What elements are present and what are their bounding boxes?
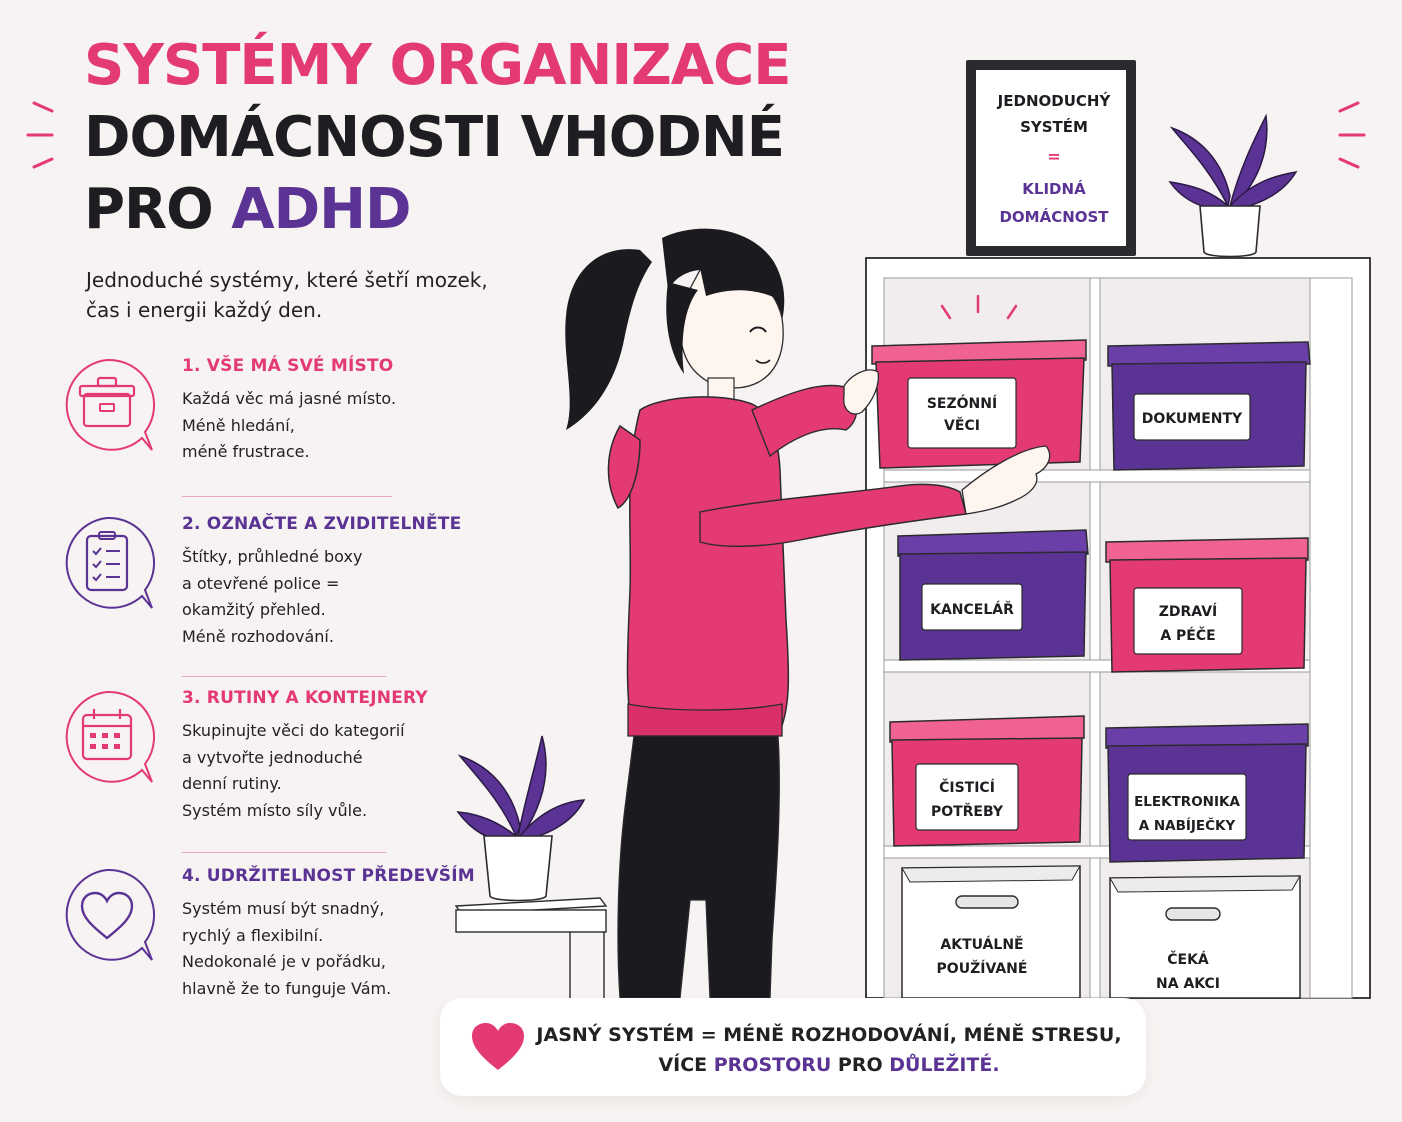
box-label: A PÉČE	[1160, 626, 1215, 644]
step-divider	[182, 496, 392, 497]
box-label: SEZÓNNÍ	[927, 394, 997, 412]
bin-label: POUŽÍVANÉ	[937, 960, 1028, 977]
frame-equals: =	[1047, 147, 1060, 166]
heart-icon	[65, 868, 155, 961]
title-line-3-prefix: PRO	[84, 177, 232, 242]
frame-text-3: KLIDNÁ	[1022, 179, 1086, 198]
step-3-heading: 3. RUTINY A KONTEJNERY	[182, 688, 428, 708]
step-4-line-2: rychlý a flexibilní.	[182, 925, 324, 945]
title-highlight: ADHD	[231, 177, 411, 242]
bin-current-use: AKTUÁLNĚ POUŽÍVANÉ	[901, 865, 1081, 999]
step-2-heading: 2. OZNAČTE A ZVIDITELNĚTE	[182, 514, 462, 534]
bin-label: NA AKCI	[1156, 976, 1220, 992]
side-table	[454, 897, 608, 998]
woman-figure	[565, 228, 1051, 999]
box-seasonal: SEZÓNNÍ VĚCI	[871, 339, 1087, 469]
summary-line-2: VÍCE PROSTORU PRO DŮLEŽITÉ.	[536, 1050, 1122, 1080]
step-1: 1. VŠE MÁ SVÉ MÍSTO Každá věc má jasné m…	[56, 356, 456, 476]
step-1-line-1: Každá věc má jasné místo.	[182, 389, 397, 408]
subtitle-line-2: čas i energii každý den.	[86, 298, 323, 322]
summary-highlight-space: PROSTORU	[713, 1054, 832, 1076]
storage-box-icon	[65, 358, 155, 451]
decoration-burst-left	[26, 101, 54, 169]
summary-text: JASNÝ SYSTÉM = MÉNĚ ROZHODOVÁNÍ, MÉNĚ ST…	[536, 1020, 1122, 1080]
step-2-line-3: okamžitý přehled.	[182, 600, 326, 619]
step-4-line-3: Nedokonalé je v pořádku,	[182, 952, 386, 971]
box-label: DOKUMENTY	[1142, 411, 1243, 427]
box-office: KANCELÁŘ	[897, 529, 1089, 661]
box-label: ZDRAVÍ	[1159, 603, 1217, 620]
summary-highlight-important: DŮLEŽITÉ.	[889, 1054, 1000, 1076]
frame-text-1: JEDNODUCHÝ	[997, 91, 1112, 110]
box-label: ČISTICÍ	[939, 778, 995, 796]
summary-line-2-a: VÍCE	[658, 1054, 714, 1076]
step-divider	[182, 676, 386, 677]
frame-text-4: DOMÁCNOST	[999, 207, 1109, 226]
bin-label: ČEKÁ	[1167, 950, 1209, 968]
highlight-marks	[940, 294, 1018, 320]
step-3-line-1: Skupinujte věci do kategorií	[182, 721, 405, 740]
step-4-line-1: Systém musí být snadný,	[182, 899, 385, 918]
framed-sign: JEDNODUCHÝ SYSTÉM = KLIDNÁ DOMÁCNOST	[966, 60, 1136, 256]
subtitle-line-1: Jednoduché systémy, které šetří mozek,	[86, 268, 488, 292]
step-divider	[182, 852, 386, 853]
step-4-line-4: hlavně že to funguje Vám.	[182, 978, 392, 998]
step-2: 2. OZNAČTE A ZVIDITELNĚTE Štítky, průhle…	[56, 514, 462, 664]
heart-icon	[472, 1023, 524, 1070]
title-line-3: PRO ADHD	[84, 174, 790, 246]
potted-plant-table	[456, 735, 586, 902]
title-line-2: DOMÁCNOSTI VHODNÉ	[84, 105, 785, 170]
title-line-1: SYSTÉMY ORGANIZACE	[84, 33, 791, 98]
box-label: KANCELÁŘ	[930, 601, 1014, 618]
decoration-burst-right	[1338, 101, 1366, 169]
box-label: ELEKTRONIKA	[1134, 794, 1240, 810]
step-1-line-3: méně frustrace.	[182, 442, 310, 461]
step-3-line-3: denní rutiny.	[182, 774, 282, 793]
summary-line-2-c: PRO	[831, 1054, 890, 1076]
bin-waiting: ČEKÁ NA AKCI	[1109, 875, 1301, 999]
step-1-heading: 1. VŠE MÁ SVÉ MÍSTO	[182, 356, 394, 376]
box-cleaning: ČISTICÍ POTŘEBY	[889, 715, 1085, 847]
box-health: ZDRAVÍ A PÉČE	[1105, 537, 1309, 673]
subtitle: Jednoduché systémy, které šetří mozek, č…	[86, 265, 488, 325]
summary-banner: JASNÝ SYSTÉM = MÉNĚ ROZHODOVÁNÍ, MÉNĚ ST…	[440, 998, 1146, 1096]
step-3: 3. RUTINY A KONTEJNERY Skupinujte věci d…	[56, 688, 456, 838]
summary-line-1: JASNÝ SYSTÉM = MÉNĚ ROZHODOVÁNÍ, MÉNĚ ST…	[536, 1024, 1122, 1046]
step-2-line-4: Méně rozhodování.	[182, 626, 334, 646]
step-4-heading: 4. UDRŽITELNOST PŘEDEVŠÍM	[182, 866, 475, 886]
step-3-line-2: a vytvořte jednoduché	[182, 747, 363, 767]
box-label: VĚCI	[944, 417, 980, 434]
page-title: SYSTÉMY ORGANIZACE DOMÁCNOSTI VHODNÉ PRO…	[84, 30, 791, 246]
box-label: A NABÍJEČKY	[1139, 816, 1236, 834]
box-documents: DOKUMENTY	[1107, 341, 1311, 471]
step-4: 4. UDRŽITELNOST PŘEDEVŠÍM Systém musí bý…	[56, 866, 475, 1016]
bin-label: AKTUÁLNĚ	[940, 936, 1023, 953]
frame-text-2: SYSTÉM	[1020, 117, 1088, 136]
step-2-line-1: Štítky, průhledné boxy	[182, 547, 363, 566]
step-1-line-2: Méně hledání,	[182, 415, 295, 435]
box-label: POTŘEBY	[931, 803, 1004, 820]
step-3-line-4: Systém místo síly vůle.	[182, 800, 368, 820]
potted-plant-top	[1168, 113, 1298, 258]
checklist-icon	[65, 516, 155, 609]
calendar-icon	[65, 690, 155, 783]
illustration: JEDNODUCHÝ SYSTÉM = KLIDNÁ DOMÁCNOST SEZ…	[454, 60, 1371, 999]
box-electronics: ELEKTRONIKA A NABÍJEČKY	[1105, 723, 1309, 863]
step-2-line-2: a otevřené police =	[182, 573, 340, 593]
